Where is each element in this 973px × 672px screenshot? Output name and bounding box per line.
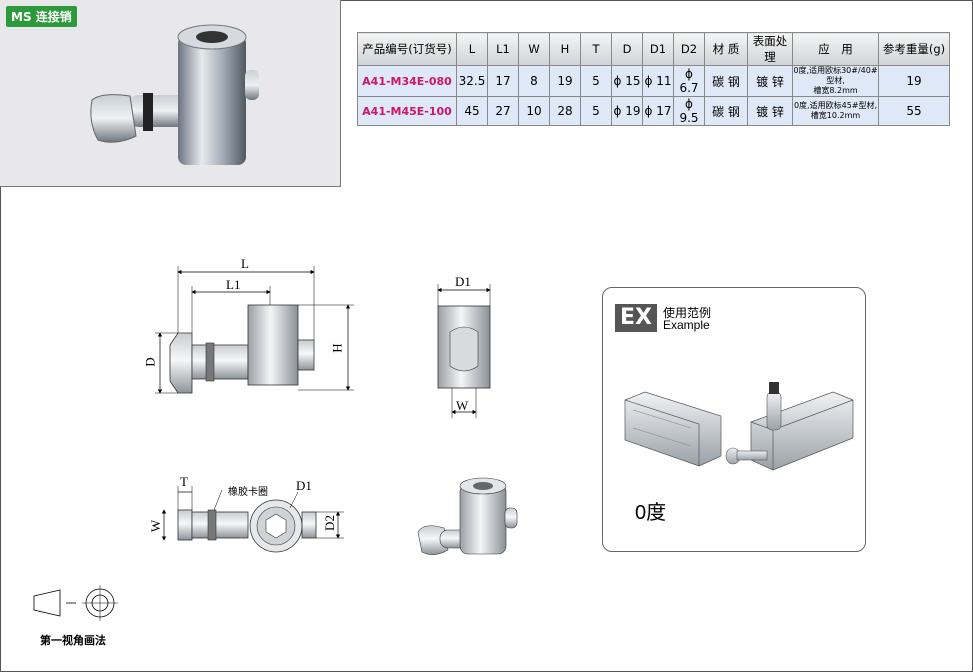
product-photo	[90, 24, 259, 165]
example-title-cn: 使用范例	[663, 306, 712, 320]
cell: 镀 锌	[747, 96, 793, 126]
cell: 碳 钢	[704, 65, 748, 97]
cell: 19	[878, 65, 950, 97]
cell: 45	[456, 96, 488, 126]
cell: 5	[580, 65, 612, 97]
cell: ϕ 19	[611, 96, 643, 126]
cell: 镀 锌	[747, 65, 793, 97]
cell: 32.5	[456, 65, 488, 97]
top-view	[161, 486, 344, 553]
iso-view	[417, 477, 518, 555]
front-view	[155, 266, 354, 394]
dim-L: L	[241, 256, 249, 271]
product-code: A41-M34E-080	[357, 65, 457, 97]
cell: 10	[518, 96, 550, 126]
example-note: 0度	[635, 502, 667, 524]
col-header: H	[549, 32, 581, 66]
projection-symbol	[33, 585, 118, 621]
example-title-en: Example	[663, 318, 710, 332]
product-photo-panel: MS 连接销	[0, 0, 341, 187]
col-header: T	[580, 32, 612, 66]
product-badge: MS 连接销	[6, 6, 77, 27]
table-header-row: 产品编号(订货号) L L1 W H T D D1 D2 材 质 表面处理 应 …	[357, 32, 950, 66]
col-header: D	[611, 32, 643, 66]
projection-caption: 第一视角画法	[40, 635, 106, 647]
cell: 55	[878, 96, 950, 126]
table-row: A41-M45E-100 45 27 10 28 5 ϕ 19 ϕ 17 ϕ 9…	[357, 96, 950, 126]
dim-T: T	[180, 474, 188, 489]
cell: 5	[580, 96, 612, 126]
cell: 28	[549, 96, 581, 126]
example-panel: EX 使用范例 Example 0度	[602, 287, 866, 552]
ring-label: 橡胶卡圈	[228, 487, 268, 498]
dim-L1: L1	[226, 277, 241, 292]
example-tag: EX	[615, 304, 657, 332]
table-row: A41-M34E-080 32.5 17 8 19 5 ϕ 15 ϕ 11 ϕ …	[357, 65, 950, 97]
cell-application: 0度,适用欧标30#/40#型材, 槽宽8.2mm	[792, 65, 879, 97]
cell-application: 0度,适用欧标45#型材, 槽宽10.2mm	[792, 96, 879, 126]
side-view	[437, 284, 491, 418]
cell: 碳 钢	[704, 96, 748, 126]
product-code: A41-M45E-100	[357, 96, 457, 126]
cell: 19	[549, 65, 581, 97]
dim-W: W	[148, 519, 164, 533]
dim-D1: D1	[296, 478, 312, 493]
dim-D1-side: D1	[455, 274, 471, 289]
spec-table: 产品编号(订货号) L L1 W H T D D1 D2 材 质 表面处理 应 …	[357, 32, 950, 126]
cell: ϕ 9.5	[673, 96, 705, 126]
dim-H: H	[329, 343, 345, 353]
col-header: 表面处理	[747, 32, 793, 66]
cell: 8	[518, 65, 550, 97]
cell: 17	[487, 65, 519, 97]
col-header: D1	[642, 32, 674, 66]
example-illustration	[624, 382, 854, 471]
col-header: L1	[487, 32, 519, 66]
col-header: 参考重量(g)	[878, 32, 950, 66]
dim-D2: D2	[321, 515, 337, 531]
cell: ϕ 17	[642, 96, 674, 126]
col-header: 应 用	[792, 32, 879, 66]
dim-D: D	[142, 357, 158, 367]
dim-W-side: W	[456, 398, 469, 413]
col-header: 材 质	[704, 32, 748, 66]
col-header: D2	[673, 32, 705, 66]
